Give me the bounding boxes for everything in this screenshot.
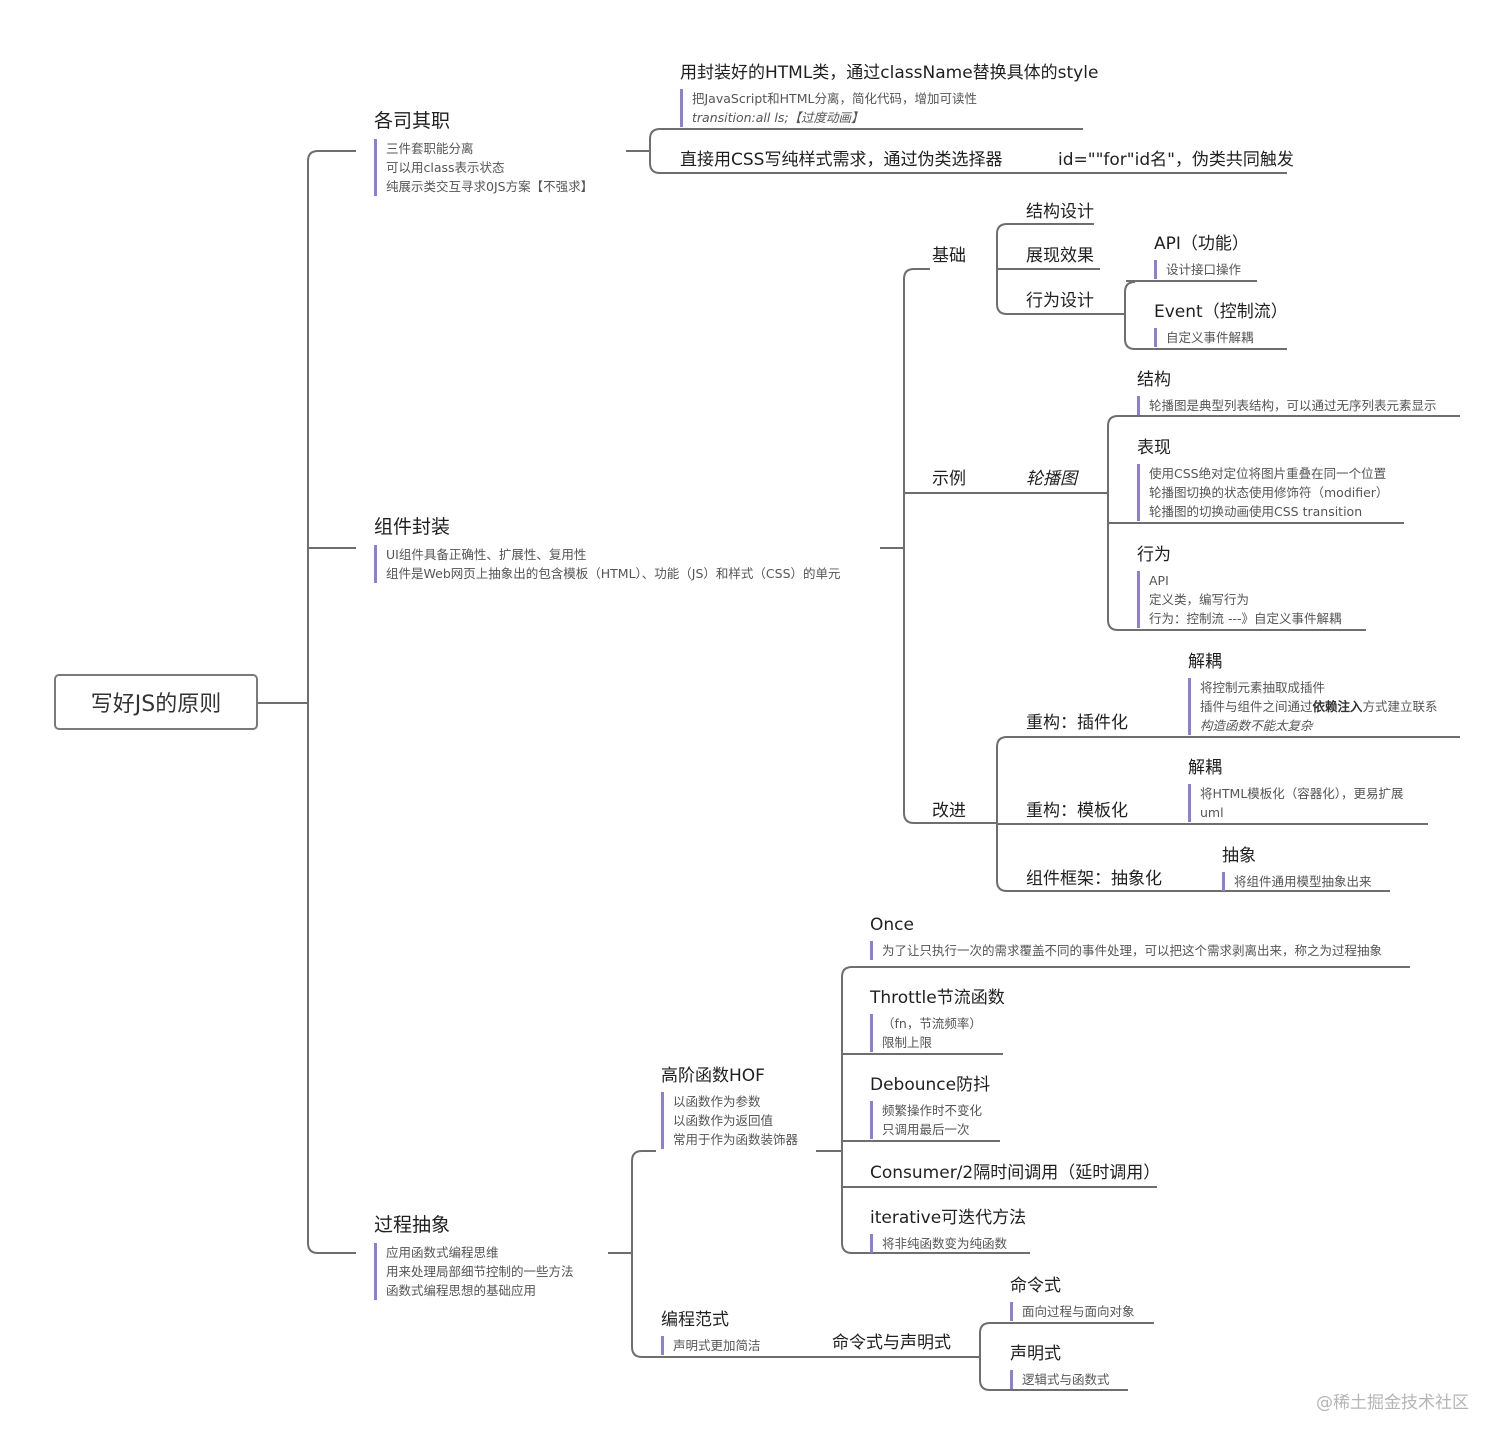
- node-consumer[interactable]: Consumer/2隔时间调用（延时调用）: [870, 1163, 1161, 1183]
- node-improve[interactable]: 改进: [932, 801, 966, 821]
- branch-notes: 三件套职能分离 可以用class表示状态 纯展示类交互寻求0JS方案【不强求】: [374, 139, 593, 196]
- node-structure-design[interactable]: 结构设计: [1026, 202, 1094, 222]
- node-pseudo-trigger[interactable]: id=""for"id名"，伪类共同触发: [1058, 150, 1294, 170]
- root-node[interactable]: 写好JS的原则: [54, 674, 258, 730]
- watermark: @稀土掘金技术社区: [1316, 1393, 1469, 1413]
- node-event[interactable]: Event（控制流） 自定义事件解耦: [1154, 302, 1288, 347]
- node-hof[interactable]: 高阶函数HOF 以函数作为参数 以函数作为返回值 常用于作为函数装饰器: [661, 1066, 799, 1149]
- node-declarative[interactable]: 声明式 逻辑式与函数式: [1010, 1344, 1110, 1389]
- node-framework-abstract[interactable]: 抽象 将组件通用模型抽象出来: [1222, 846, 1372, 891]
- node-html-class[interactable]: 用封装好的HTML类，通过className替换具体的style 把JavaSc…: [680, 63, 1099, 127]
- branch-role-separation[interactable]: 各司其职 三件套职能分离 可以用class表示状态 纯展示类交互寻求0JS方案【…: [374, 106, 593, 196]
- node-imperative-declarative[interactable]: 命令式与声明式: [832, 1333, 951, 1353]
- node-css-pseudo[interactable]: 直接用CSS写纯样式需求，通过伪类选择器: [680, 150, 1003, 170]
- node-api[interactable]: API（功能） 设计接口操作: [1154, 234, 1249, 279]
- branch-notes: 应用函数式编程思维 用来处理局部细节控制的一些方法 函数式编程思想的基础应用: [374, 1243, 574, 1300]
- node-debounce[interactable]: Debounce防抖 频繁操作时不变化 只调用最后一次: [870, 1075, 991, 1139]
- node-plugin[interactable]: 重构：插件化: [1026, 713, 1128, 733]
- branch-notes: UI组件具备正确性、扩展性、复用性 组件是Web网页上抽象出的包含模板（HTML…: [374, 545, 841, 583]
- node-presentation[interactable]: 展现效果: [1026, 246, 1094, 266]
- node-once[interactable]: Once 为了让只执行一次的需求覆盖不同的事件处理，可以把这个需求剥离出来，称之…: [870, 915, 1383, 960]
- node-carousel-presentation[interactable]: 表现 使用CSS绝对定位将图片重叠在同一个位置 轮播图切换的状态使用修饰符（mo…: [1137, 438, 1389, 521]
- node-behavior-design[interactable]: 行为设计: [1026, 291, 1094, 311]
- node-example[interactable]: 示例: [932, 469, 966, 489]
- node-template-decouple[interactable]: 解耦 将HTML模板化（容器化），更易扩展 uml: [1188, 758, 1404, 822]
- node-plugin-decouple[interactable]: 解耦 将控制元素抽取成插件 插件与组件之间通过依赖注入方式建立联系 构造函数不能…: [1188, 652, 1438, 735]
- node-imperative[interactable]: 命令式 面向过程与面向对象: [1010, 1276, 1135, 1321]
- node-template[interactable]: 重构：模板化: [1026, 801, 1128, 821]
- node-framework[interactable]: 组件框架：抽象化: [1026, 869, 1162, 889]
- branch-component[interactable]: 组件封装 UI组件具备正确性、扩展性、复用性 组件是Web网页上抽象出的包含模板…: [374, 516, 841, 583]
- node-paradigm[interactable]: 编程范式 声明式更加简洁: [661, 1310, 761, 1355]
- branch-process-abstraction[interactable]: 过程抽象 应用函数式编程思维 用来处理局部细节控制的一些方法 函数式编程思想的基…: [374, 1214, 574, 1300]
- node-carousel-behavior[interactable]: 行为 API 定义类，编写行为 行为：控制流 ---》自定义事件解耦: [1137, 545, 1342, 628]
- node-carousel-structure[interactable]: 结构 轮播图是典型列表结构，可以通过无序列表元素显示: [1137, 370, 1437, 415]
- branch-title: 各司其职: [374, 110, 451, 132]
- node-notes: 把JavaScript和HTML分离，简化代码，增加可读性 transition…: [680, 89, 1098, 127]
- node-throttle[interactable]: Throttle节流函数 （fn，节流频率） 限制上限: [870, 988, 1005, 1052]
- node-basic[interactable]: 基础: [932, 246, 966, 266]
- node-carousel[interactable]: 轮播图: [1026, 469, 1077, 489]
- node-iterative[interactable]: iterative可迭代方法 将非纯函数变为纯函数: [870, 1208, 1027, 1253]
